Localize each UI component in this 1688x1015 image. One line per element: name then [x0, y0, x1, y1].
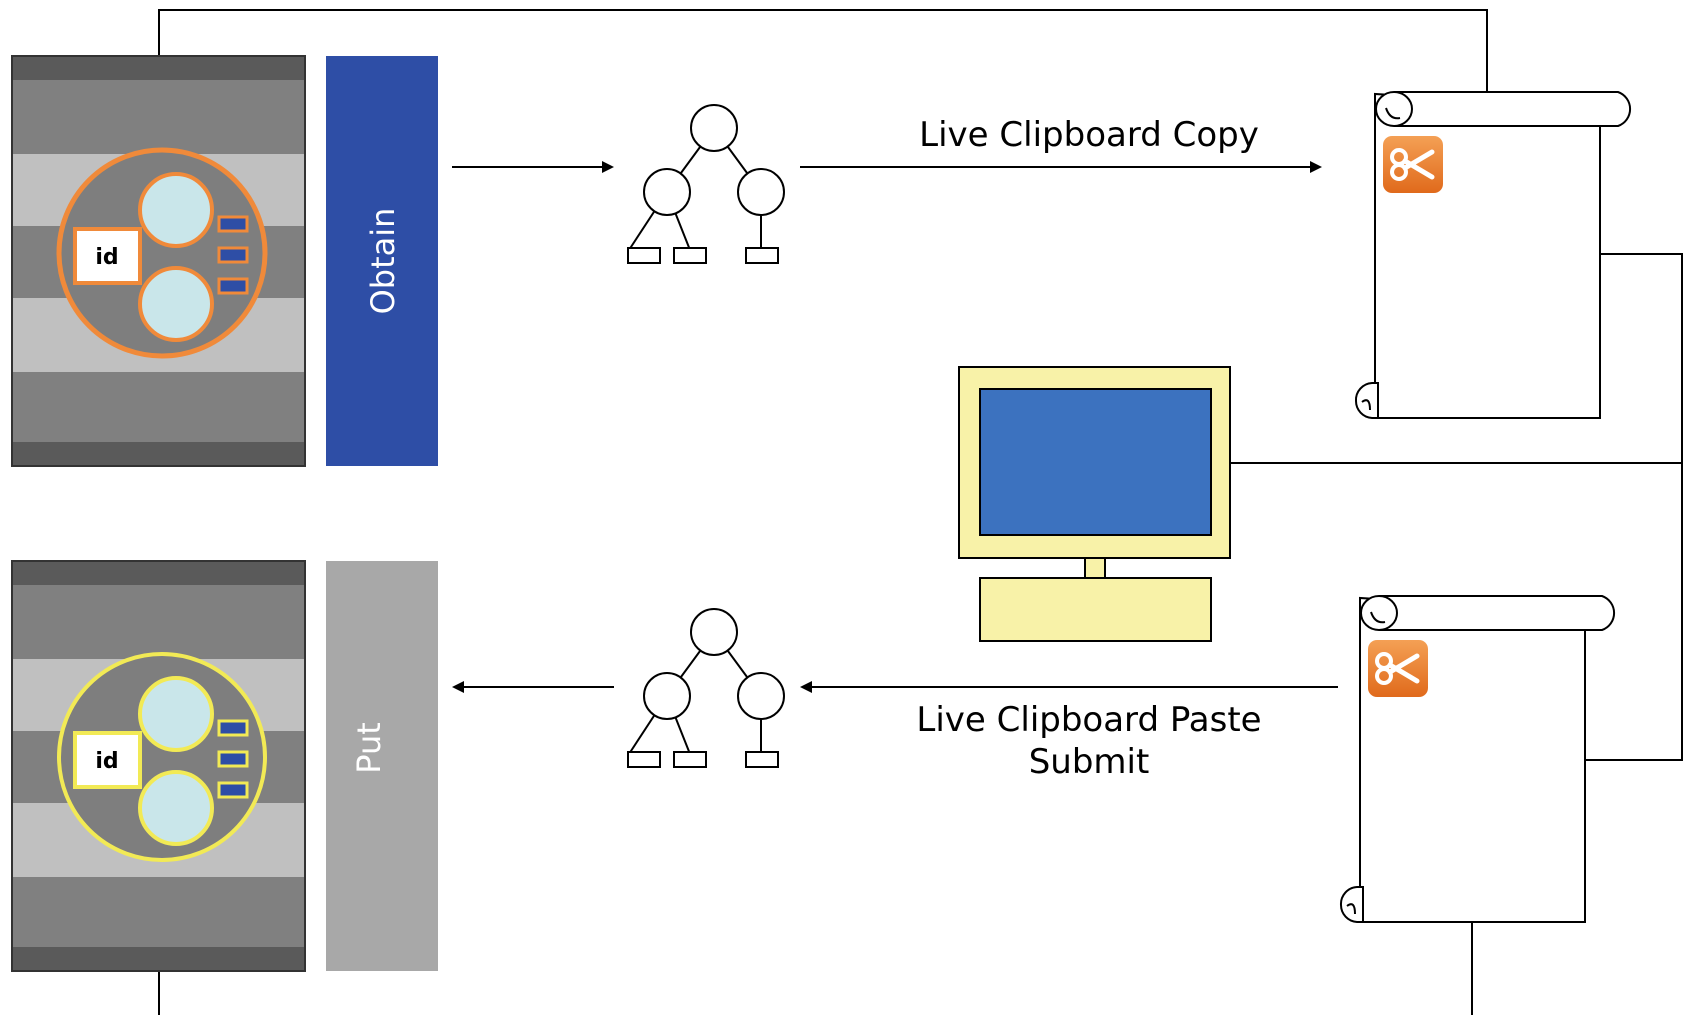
keyboard [979, 577, 1212, 642]
scissors-icon [1368, 640, 1428, 697]
copy-label: Live Clipboard Copy [919, 115, 1259, 155]
top-connector-line [158, 9, 1488, 92]
submit-label: Submit [1029, 742, 1150, 782]
id-label-bottom: id [95, 749, 118, 774]
scissors-icon [1383, 136, 1443, 193]
id-label-top: id [95, 245, 118, 270]
obtain-bar [326, 56, 438, 466]
target-page-panel: id [11, 560, 306, 972]
computer-icon [958, 366, 1231, 642]
right-connector-line [1583, 253, 1683, 761]
source-page-panel: id [11, 55, 306, 467]
monitor-screen [979, 388, 1212, 536]
put-bar [326, 561, 438, 971]
tree-icon [627, 608, 785, 768]
put-label: Put [350, 722, 388, 774]
paste-label: Live Clipboard Paste [916, 700, 1261, 740]
obtain-label: Obtain [364, 208, 402, 315]
tree-icon [627, 104, 785, 264]
